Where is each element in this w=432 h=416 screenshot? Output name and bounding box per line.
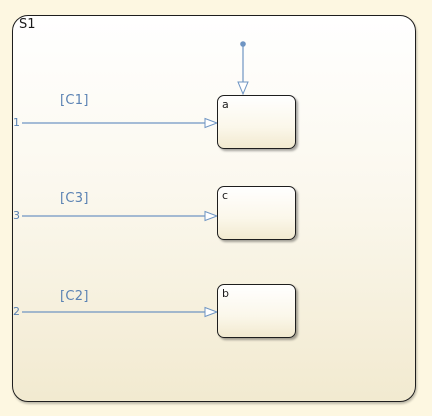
- guard-label-c1[interactable]: [C1]: [60, 93, 89, 108]
- junction-label-1[interactable]: 1: [13, 116, 20, 129]
- junction-label-3[interactable]: 3: [13, 209, 20, 222]
- state-a[interactable]: a: [217, 95, 296, 149]
- guard-label-c2[interactable]: [C2]: [60, 289, 89, 304]
- state-b[interactable]: b: [217, 284, 296, 338]
- parent-state-s1[interactable]: [12, 15, 416, 402]
- state-b-label: b: [222, 287, 229, 300]
- state-a-label: a: [222, 98, 229, 111]
- junction-label-2[interactable]: 2: [13, 305, 20, 318]
- guard-label-c3[interactable]: [C3]: [60, 191, 89, 206]
- state-c[interactable]: c: [217, 186, 296, 240]
- parent-state-label: S1: [19, 17, 36, 32]
- state-c-label: c: [222, 189, 229, 202]
